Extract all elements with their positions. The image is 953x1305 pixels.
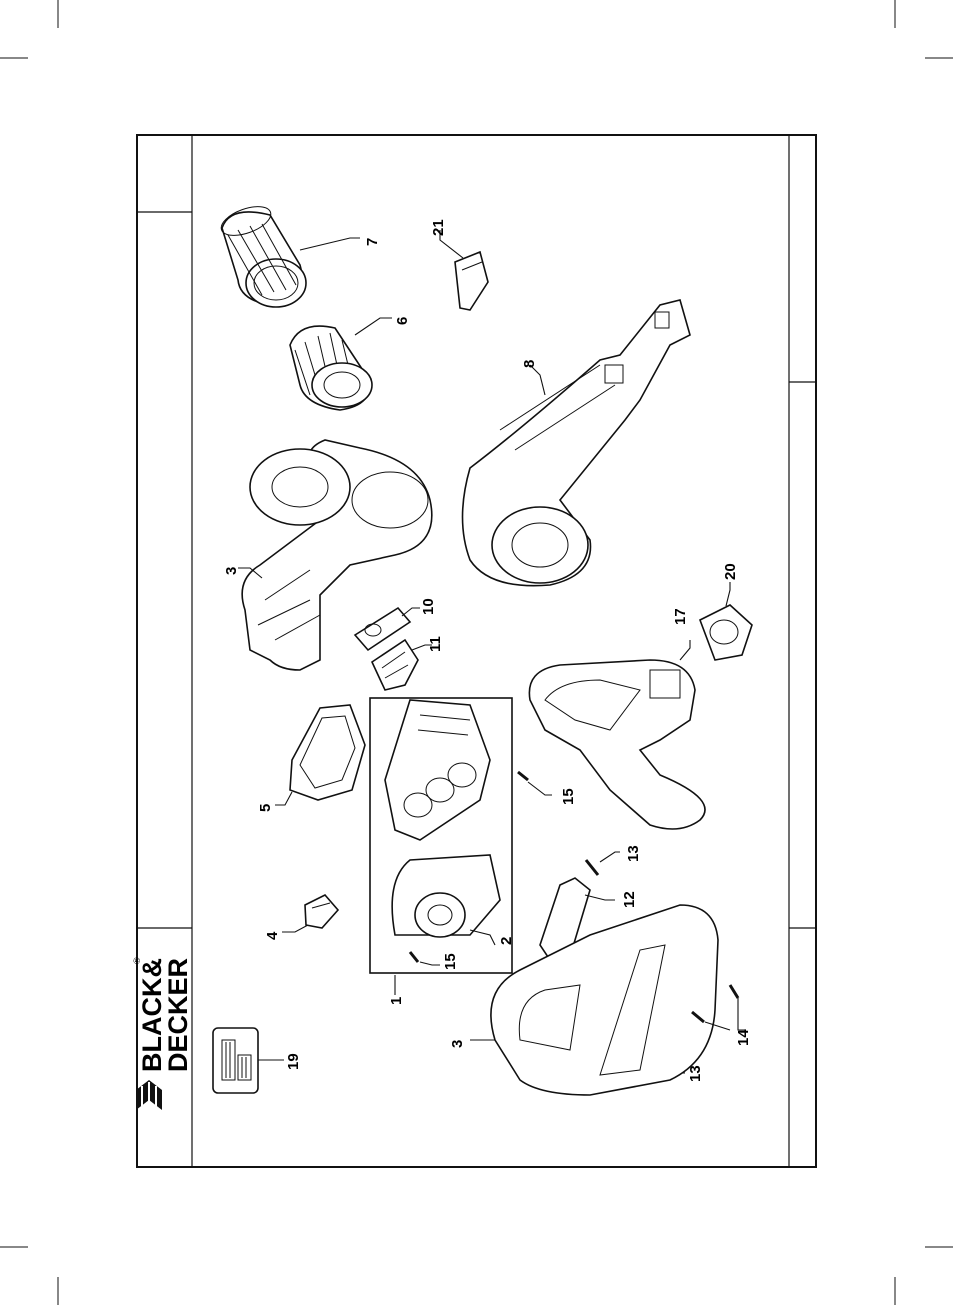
part-21-crevice-tool [440, 230, 488, 310]
part-5-battery-cover [275, 705, 365, 805]
part-4-button [282, 895, 338, 932]
callout-2: 2 [498, 937, 515, 945]
callout-15-upper: 15 [560, 788, 577, 805]
part-17-housing-half [529, 640, 705, 829]
registered-mark: ® [132, 957, 142, 964]
callout-13-upper: 13 [625, 845, 642, 862]
part-7-mesh-filter [217, 201, 360, 307]
part-8-nozzle-bowl [463, 300, 691, 586]
callout-7: 7 [364, 238, 381, 246]
callout-15-lower: 15 [442, 953, 459, 970]
callout-1: 1 [388, 997, 405, 1005]
callout-8: 8 [521, 360, 538, 368]
part-1-motor-assembly [370, 698, 512, 995]
callout-20: 20 [722, 563, 739, 580]
part-20-cap [700, 582, 752, 660]
callout-19: 19 [285, 1053, 302, 1070]
part-11-switch-body [372, 640, 432, 690]
part-10-switch [355, 608, 420, 650]
brand-logo: BLACK& DECKER ® [132, 957, 193, 1110]
callout-5: 5 [257, 804, 274, 812]
part-3-handle-housing-upper [238, 440, 432, 670]
callout-6: 6 [394, 317, 411, 325]
callout-13-lower: 13 [687, 1065, 704, 1082]
part-13-screw-a [586, 852, 620, 875]
part-15-screw-a [518, 772, 552, 795]
chevron-stripes-icon [136, 1080, 162, 1110]
part-6-pleated-filter [290, 318, 392, 410]
callout-4: 4 [264, 931, 281, 940]
callout-3-lower: 3 [449, 1040, 466, 1048]
callout-11: 11 [427, 636, 444, 652]
part-19-rating-label [213, 1028, 284, 1093]
brand-line-2: DECKER [163, 958, 193, 1072]
callout-21: 21 [430, 219, 447, 236]
callout-17: 17 [672, 608, 689, 625]
callout-14: 14 [735, 1029, 752, 1046]
callout-12: 12 [621, 891, 638, 908]
callout-10: 10 [420, 598, 437, 615]
callout-3-upper: 3 [223, 567, 240, 575]
